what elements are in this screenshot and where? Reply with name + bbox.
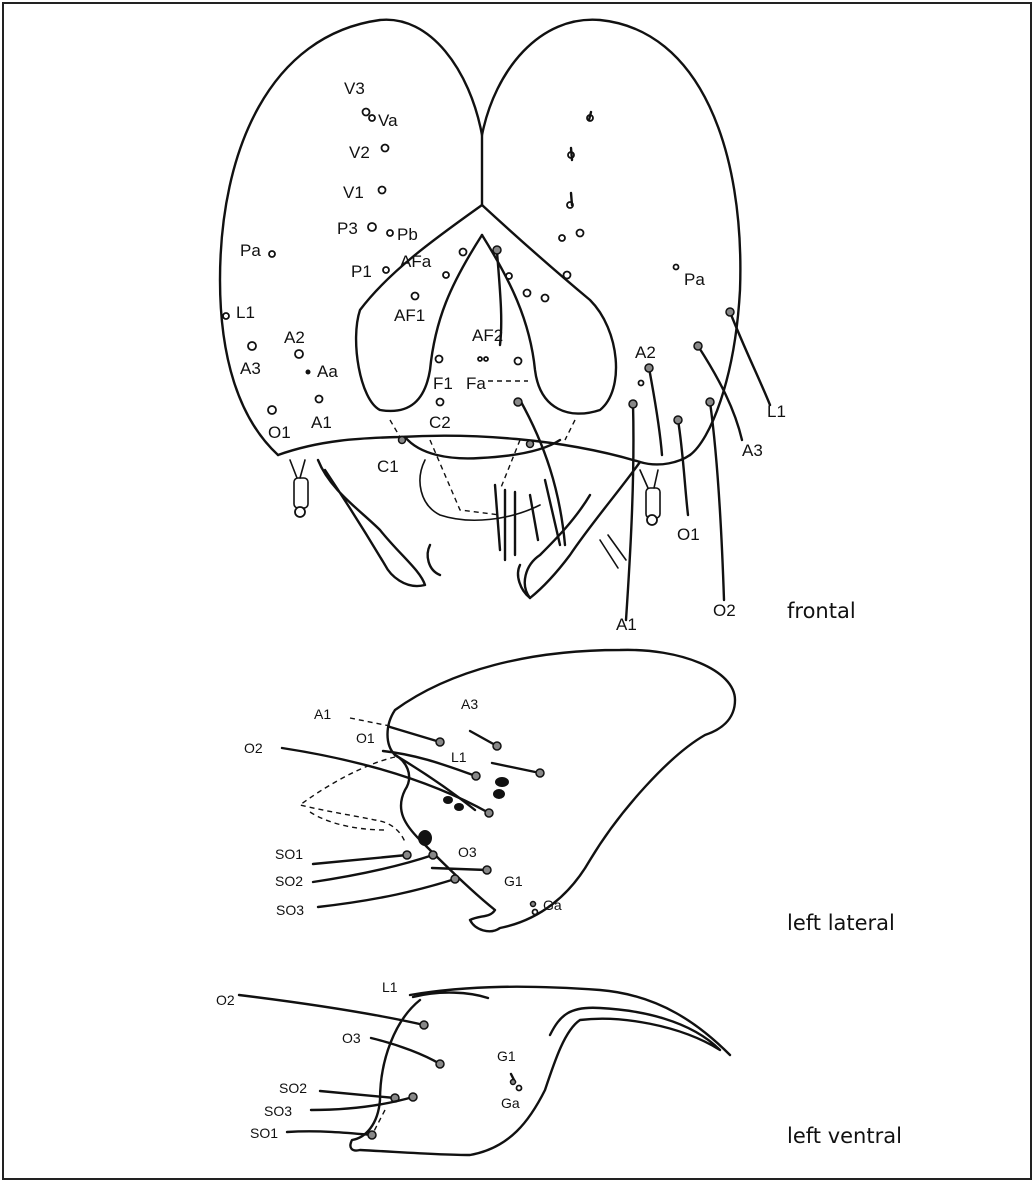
ventral-view: O2 L1 O3 G1 SO2 SO3 SO1 Ga left ventral [216,979,902,1155]
lateral-label-SO3: SO3 [276,902,304,918]
label-F1: F1 [433,374,453,393]
view-label-left-ventral: left ventral [787,1124,902,1148]
mouth-setae-small [600,535,626,568]
label-right-Pa: Pa [684,270,705,289]
stemma-1 [495,777,509,787]
lateral-A1-dotted [350,718,390,726]
lateral-labrum-dashed [300,757,405,842]
right-mandible [525,462,640,598]
lateral-label-SO1: SO1 [275,846,303,862]
label-L1: L1 [236,303,255,322]
frontal-view: V3 Va V2 V1 P3 Pb Pa P1 AFa AF1 AF2 L1 A… [220,20,856,634]
label-A3: A3 [240,359,261,378]
ventral-label-Ga: Ga [501,1095,520,1111]
stemma-5 [418,830,432,846]
ventral-label-SO3: SO3 [264,1103,292,1119]
ventral-label-G1: G1 [497,1048,516,1064]
ventral-label-O3: O3 [342,1030,361,1046]
label-Aa: Aa [317,362,338,381]
ventral-label-L1: L1 [382,979,398,995]
view-label-frontal: frontal [787,599,856,623]
lateral-label-G1: G1 [504,873,523,889]
label-AFa: AFa [400,252,432,271]
label-AF1: AF1 [394,306,425,325]
label-Pa: Pa [240,241,261,260]
stemma-2 [493,789,505,799]
ventral-label-O2: O2 [216,992,235,1008]
frontal-left-pores [223,109,467,444]
labrum-outline [420,460,540,520]
mouth-setae [495,400,565,560]
label-V3: V3 [344,79,365,98]
ventral-head-outline [350,1000,720,1155]
clypeus-line [278,436,690,465]
ventral-label-SO2: SO2 [279,1080,307,1096]
left-mandible [318,460,425,586]
label-A2: A2 [284,328,305,347]
lateral-label-O3: O3 [458,844,477,860]
label-P1: P1 [351,262,372,281]
frame-border [3,3,1031,1179]
label-right-L1: L1 [767,402,786,421]
label-right-O1: O1 [677,525,700,544]
ventral-label-SO1: SO1 [250,1125,278,1141]
lateral-label-L1: L1 [451,749,467,765]
lateral-view: A1 A3 O1 O2 L1 SO1 O3 SO2 G1 SO3 Ga left… [244,650,895,935]
lateral-label-A3: A3 [461,696,478,712]
left-antenna [290,460,308,517]
label-O1: O1 [268,423,291,442]
labrum-dashed-3 [430,440,500,515]
left-mandible-tooth [428,545,440,575]
lateral-label-O1: O1 [356,730,375,746]
label-C1: C1 [377,457,399,476]
label-V1: V1 [343,183,364,202]
lateral-label-SO2: SO2 [275,873,303,889]
lateral-label-Ga: Ga [543,897,562,913]
stemma-4 [454,803,464,811]
label-C2: C2 [429,413,451,432]
lateral-label-A1: A1 [314,706,331,722]
label-right-A3: A3 [742,441,763,460]
label-Va: Va [378,111,398,130]
labrum-dashed-2 [565,420,575,440]
label-Pb: Pb [397,225,418,244]
labrum-dashed [390,420,400,437]
stemma-3 [443,796,453,804]
label-right-O2: O2 [713,601,736,620]
label-P3: P3 [337,219,358,238]
label-right-A2: A2 [635,343,656,362]
label-Fa: Fa [466,374,486,393]
labrum-dashed-4 [500,440,520,490]
label-V2: V2 [349,143,370,162]
view-label-left-lateral: left lateral [787,911,895,935]
label-right-A1: A1 [616,615,637,634]
ventral-outer-ridge [410,987,730,1055]
label-A1: A1 [311,413,332,432]
lateral-label-O2: O2 [244,740,263,756]
right-antenna [640,470,660,525]
label-AF2: AF2 [472,326,503,345]
